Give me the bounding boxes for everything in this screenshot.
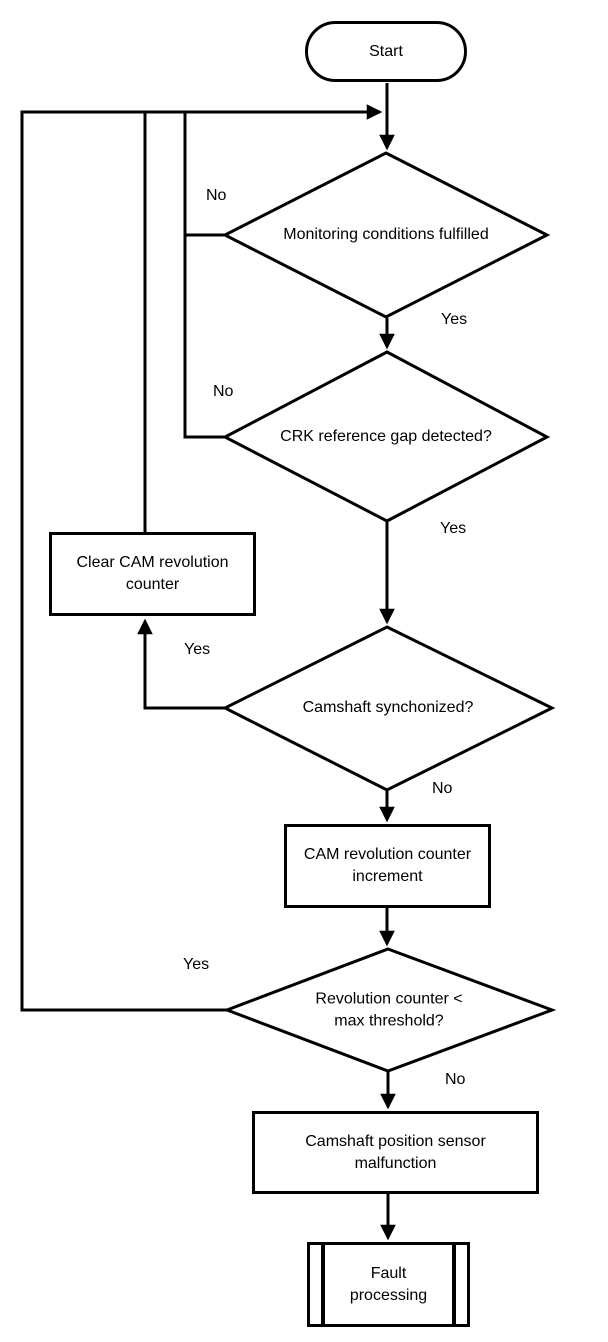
decision-threshold-shape <box>222 947 557 1073</box>
node-start-label: Start <box>369 42 403 60</box>
edge-label-crk-yes: Yes <box>440 520 467 537</box>
node-counter-increment-label: CAM revolution counter increment <box>303 846 472 885</box>
edge-label-sync-yes: Yes <box>184 641 211 658</box>
decision-monitoring-shape <box>221 151 551 319</box>
node-sensor-malfunction-label: Camshaft position sensor malfunction <box>305 1132 486 1172</box>
edge-threshold-yes-loop <box>20 104 383 1012</box>
edge-label-threshold-no: No <box>445 1071 466 1088</box>
node-fault-processing: Fault processing <box>307 1242 470 1327</box>
node-crk-gap-label: CRK reference gap detected? <box>280 428 492 446</box>
node-counter-increment: CAM revolution counter increment <box>284 824 491 908</box>
node-start: Start <box>305 21 467 82</box>
edge-label-threshold-yes: Yes <box>183 956 210 973</box>
edge-label-sync-no: No <box>432 780 453 797</box>
edge-sync-yes-to-clear <box>137 618 225 710</box>
edge-crk-no-loop <box>183 112 225 439</box>
node-fault-processing-label: Fault processing <box>349 1264 428 1304</box>
node-camshaft-sync-label: Camshaft synchonized? <box>302 699 474 717</box>
node-threshold-check-label: Revolution counter < max threshold? <box>315 990 463 1029</box>
node-clear-counter: Clear CAM revolution counter <box>49 532 256 616</box>
node-clear-counter-label: Clear CAM revolution counter <box>76 554 229 593</box>
decision-camshaft-sync-shape <box>221 625 556 792</box>
predefined-process-right-bar <box>452 1245 456 1324</box>
edge-label-monitoring-no: No <box>206 187 227 204</box>
decision-crk-gap-shape <box>221 350 551 523</box>
node-sensor-malfunction: Camshaft position sensor malfunction <box>252 1111 539 1194</box>
predefined-process-left-bar <box>321 1245 325 1324</box>
edge-label-monitoring-yes: Yes <box>441 311 468 328</box>
edge-label-crk-no: No <box>213 383 234 400</box>
node-monitoring-label: Monitoring conditions fulfilled <box>283 226 489 244</box>
